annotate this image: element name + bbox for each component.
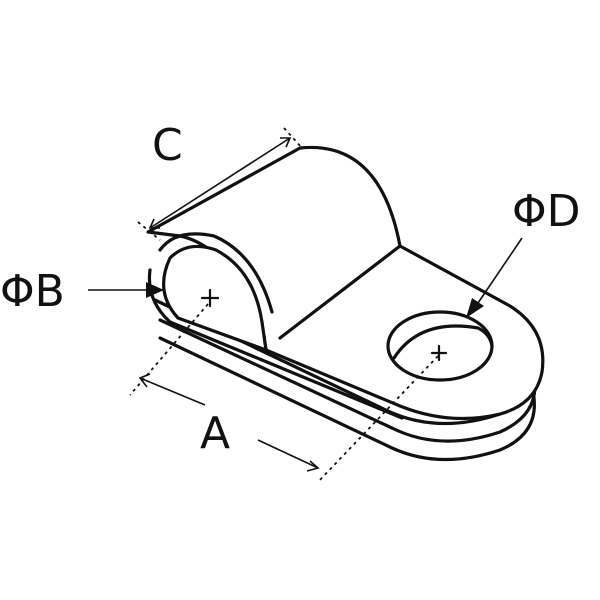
dimension-b-label: ΦB bbox=[0, 266, 65, 317]
dimension-a: A bbox=[138, 373, 320, 472]
mounting-hole bbox=[386, 310, 494, 382]
dimension-d-arrowhead bbox=[466, 298, 484, 318]
dimension-c-label: C bbox=[152, 120, 183, 171]
dimension-d-label: ΦD bbox=[512, 186, 581, 237]
hole-centerline bbox=[317, 355, 439, 483]
dimension-d: ΦD bbox=[466, 186, 581, 318]
cable-center-mark bbox=[200, 288, 220, 308]
dimension-c: C bbox=[137, 120, 303, 241]
clamp-body bbox=[146, 145, 545, 421]
dimension-a-label: A bbox=[200, 408, 230, 459]
dimension-b-arrowhead bbox=[146, 282, 164, 298]
dimension-b: ΦB bbox=[0, 266, 164, 317]
